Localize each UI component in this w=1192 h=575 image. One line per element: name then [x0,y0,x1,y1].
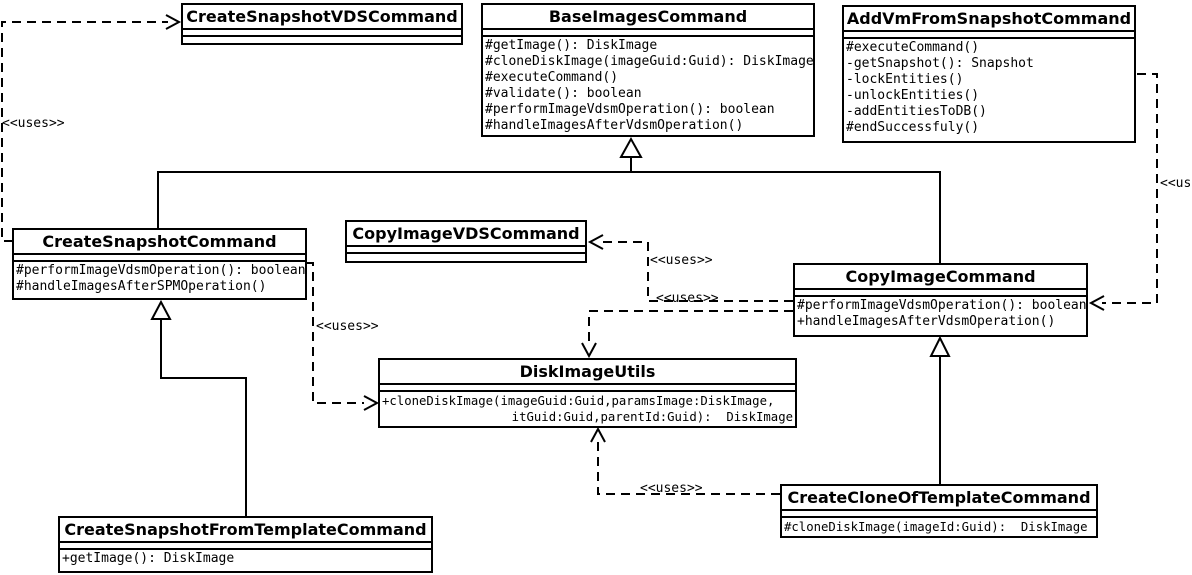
methods-compartment: #executeCommand() -getSnapshot(): Snapsh… [844,39,1134,141]
class-copy-image-vds-command: CopyImageVDSCommand [345,220,587,263]
inheritance-triangle-createsnapshotcommand [150,299,172,320]
method: #performImageVdsmOperation(): boolean [797,298,1086,313]
uses-label-createsnapshotvds: <<uses>> [2,116,65,131]
uses-copyimage-to-copyimagevds [601,241,793,302]
method: +cloneDiskImage(imageGuid:Guid,paramsIma… [382,394,775,408]
class-title: CopyImageCommand [795,265,1086,290]
method: #validate(): boolean [485,86,642,101]
arrowhead-into-copyimagevds [587,234,604,250]
methods-compartment: +getImage(): DiskImage [60,550,431,571]
attributes-compartment [14,255,305,262]
arrowhead-into-diskimageutils-left [363,395,380,411]
attributes-compartment [183,30,461,37]
inheritance-triangle-baseimagescommand [619,136,643,158]
class-title: BaseImagesCommand [483,5,813,30]
method: #performImageVdsmOperation(): boolean [16,263,305,278]
methods-compartment [347,254,585,259]
method: -lockEntities() [846,72,964,87]
methods-compartment: #getImage(): DiskImage #cloneDiskImage(i… [483,37,813,135]
class-disk-image-utils: DiskImageUtils +cloneDiskImage(imageGuid… [378,358,797,428]
uses-copyimage-to-diskimageutils [588,310,793,344]
method: +getImage(): DiskImage [62,551,235,566]
methods-compartment: #performImageVdsmOperation(): boolean #h… [14,262,305,298]
uses-createsnapshot-to-createsnapshotvds [1,21,168,242]
class-title: DiskImageUtils [380,360,795,385]
attributes-compartment [844,32,1134,39]
uses-label-addvmfromsnapshot: <<uses>> [1160,176,1192,191]
method: +handleImagesAfterVdsmOperation() [797,314,1056,329]
methods-compartment: +cloneDiskImage(imageGuid:Guid,paramsIma… [380,392,795,426]
attributes-compartment [795,290,1086,297]
method: #cloneDiskImage(imageId:Guid): DiskImage [784,520,1088,534]
uses-label-copyimage-diskimageutils: <<uses>> [656,291,719,306]
method: -addEntitiesToDB() [846,104,987,119]
class-title: CopyImageVDSCommand [347,222,585,247]
uses-label-createsnapshot-diskimageutils: <<uses>> [316,319,379,334]
inheritance-line-createsnapshotfromtemplate [160,319,247,516]
method: #cloneDiskImage(imageGuid:Guid): DiskIma… [485,54,813,69]
uses-label-copyimagevds: <<uses>> [650,253,713,268]
method: itGuid:Guid,parentId:Guid): DiskImage [511,410,793,424]
class-create-snapshot-vds-command: CreateSnapshotVDSCommand [181,3,463,45]
attributes-compartment [483,30,813,37]
method: #getImage(): DiskImage [485,38,658,53]
attributes-compartment [60,543,431,550]
arrowhead-into-copyimage-right [1088,295,1105,311]
class-create-snapshot-command: CreateSnapshotCommand #performImageVdsmO… [12,228,307,300]
method: #endSuccessfuly() [846,120,980,135]
class-create-clone-of-template-command: CreateCloneOfTemplateCommand #cloneDiskI… [780,484,1098,538]
method: #handleImagesAfterSPMOperation() [16,279,267,294]
class-add-vm-from-snapshot-command: AddVmFromSnapshotCommand #executeCommand… [842,5,1136,143]
arrowhead-into-diskimageutils-top [581,342,597,359]
arrowhead-into-createsnapshotvds [165,14,182,30]
methods-compartment: #performImageVdsmOperation(): boolean +h… [795,297,1086,335]
class-title: AddVmFromSnapshotCommand [844,7,1134,32]
class-base-images-command: BaseImagesCommand #getImage(): DiskImage… [481,3,815,137]
methods-compartment: #cloneDiskImage(imageId:Guid): DiskImage [782,518,1096,536]
method: #executeCommand() [485,70,619,85]
method: #performImageVdsmOperation(): boolean [485,102,775,117]
class-title: CreateSnapshotVDSCommand [183,5,461,30]
class-copy-image-command: CopyImageCommand #performImageVdsmOperat… [793,263,1088,337]
attributes-compartment [782,511,1096,518]
methods-compartment [183,37,461,42]
method: #handleImagesAfterVdsmOperation() [485,118,744,133]
uses-addvmfromsnapshot-to-copyimage [1102,73,1158,304]
inheritance-triangle-copyimagecommand [929,335,951,357]
class-title: CreateSnapshotCommand [14,230,305,255]
attributes-compartment [347,247,585,254]
uses-label-createclone-diskimageutils: <<uses>> [640,481,703,496]
inheritance-trunk-baseimagescommand [157,171,941,263]
method: #executeCommand() [846,40,980,55]
method: -getSnapshot(): Snapshot [846,56,1034,71]
uses-createclone-to-diskimageutils [597,441,780,495]
class-title: CreateSnapshotFromTemplateCommand [60,518,431,543]
class-title: CreateCloneOfTemplateCommand [782,486,1096,511]
attributes-compartment [380,385,795,392]
method: -unlockEntities() [846,88,980,103]
uses-createsnapshot-to-diskimageutils [307,262,364,404]
class-create-snapshot-from-template-command: CreateSnapshotFromTemplateCommand +getIm… [58,516,433,573]
arrowhead-into-diskimageutils-bottom [590,426,606,443]
